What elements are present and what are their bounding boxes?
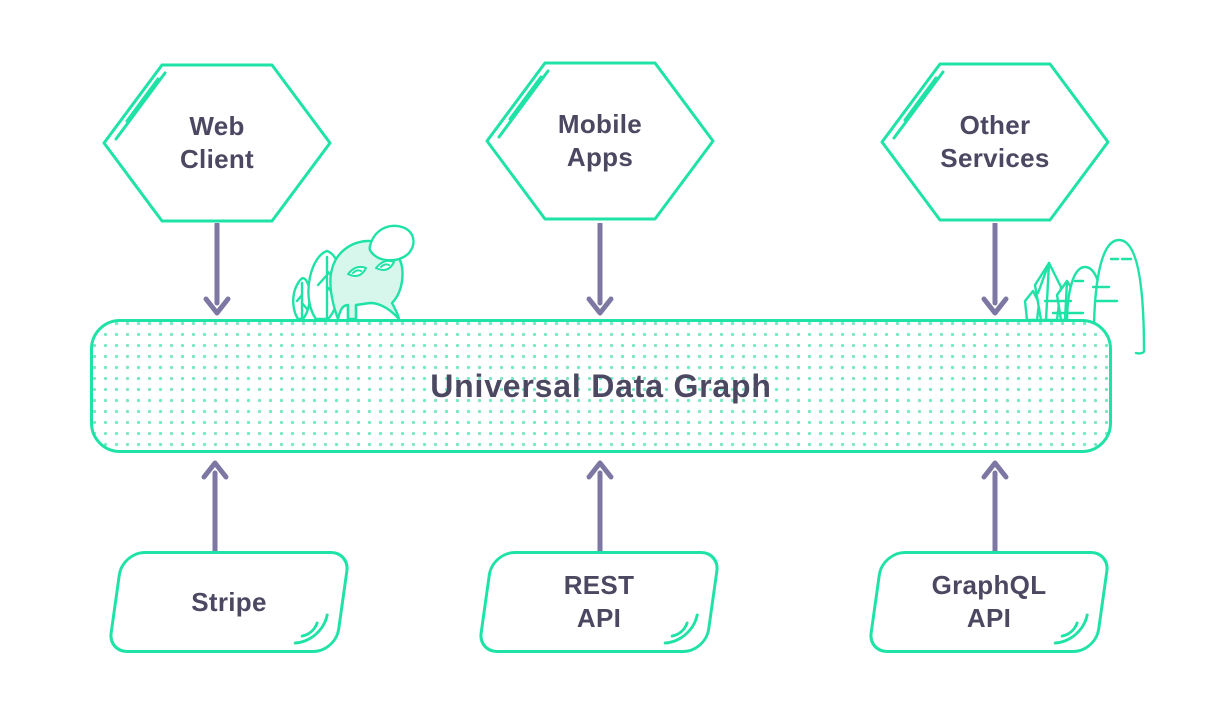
arrow-up-rest-api-icon xyxy=(586,460,614,553)
mascot-leaf-hat xyxy=(368,224,415,262)
corner-curl-icon xyxy=(1053,613,1089,645)
hexagon-node-mobile-apps: Mobile Apps xyxy=(484,60,716,222)
hexagon-node-other-services: Other Services xyxy=(879,61,1111,223)
node-label: GraphQL API xyxy=(877,554,1101,650)
node-label: Stripe xyxy=(117,554,341,650)
hill-icon xyxy=(1091,238,1146,355)
hexagon-outline-icon xyxy=(102,63,332,223)
node-label-line: Apps xyxy=(566,142,634,172)
node-label-line: REST xyxy=(563,570,635,600)
node-label-line: Web xyxy=(189,111,245,141)
bar-title: Universal Data Graph xyxy=(430,367,772,404)
arrow-up-graphql-api-icon xyxy=(981,460,1009,553)
corner-curl-icon xyxy=(293,613,329,645)
tree-icon xyxy=(292,276,312,320)
arrow-up-stripe-icon xyxy=(201,460,229,553)
mascot-eyes xyxy=(347,259,395,277)
node-label-line: Services xyxy=(940,143,1050,173)
hexagon-outline-icon xyxy=(880,62,1110,222)
box-node-graphql-api: GraphQL API xyxy=(866,551,1112,653)
node-label-line: Other xyxy=(959,110,1031,140)
node-label-line: API xyxy=(576,603,622,633)
box-node-rest-api: REST API xyxy=(476,551,722,653)
node-label-line: API xyxy=(966,603,1012,633)
node-label: Mobile Apps xyxy=(484,60,716,222)
crystals-and-hills-icon xyxy=(1023,238,1146,355)
node-label: REST API xyxy=(487,554,711,650)
universal-data-graph-bar: Universal Data Graph xyxy=(90,319,1112,453)
corner-curl-icon xyxy=(663,613,699,645)
arrow-down-other-services-icon xyxy=(981,223,1009,316)
arrow-down-web-client-icon xyxy=(203,223,231,316)
arrow-down-mobile-apps-icon xyxy=(586,223,614,316)
node-label-line: Mobile xyxy=(557,109,643,139)
node-label: Web Client xyxy=(101,62,333,224)
hexagon-outline-icon xyxy=(485,61,715,221)
node-label-line: GraphQL xyxy=(931,570,1047,600)
hexagon-node-web-client: Web Client xyxy=(101,62,333,224)
sprout-mascot-icon xyxy=(292,224,415,320)
node-label-line: Stripe xyxy=(191,586,267,617)
box-node-stripe: Stripe xyxy=(106,551,352,653)
node-label: Other Services xyxy=(879,61,1111,223)
node-label-line: Client xyxy=(179,144,255,174)
